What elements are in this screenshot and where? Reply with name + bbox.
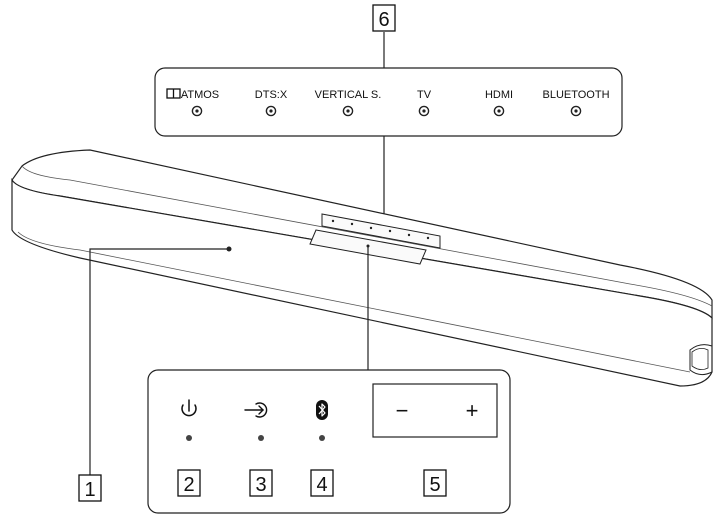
leader-callout-1	[89, 248, 229, 475]
soundbar-end-cap	[689, 344, 713, 376]
input-icon	[244, 402, 268, 418]
indicator-lamp-atmos	[191, 105, 203, 117]
bluetooth-button-dot	[319, 435, 325, 441]
callout-2-number: 2	[183, 474, 194, 496]
indicator-lamps	[191, 105, 582, 117]
dolby-icon	[166, 88, 181, 99]
callout-6-number: 6	[378, 9, 389, 31]
indicator-strip-dots	[331, 219, 430, 240]
volume-plus-label: +	[466, 398, 479, 423]
input-button-dot	[258, 435, 264, 441]
callout-4: 4	[310, 469, 334, 497]
indicator-lamp-bluetooth	[570, 105, 582, 117]
indicator-label-atmos: ATMOS	[181, 89, 219, 101]
indicator-lamp-vertical-s	[342, 105, 354, 117]
callout-5-number: 5	[429, 474, 440, 496]
soundbar	[11, 149, 713, 387]
indicator-label-hdmi: HDMI	[485, 89, 513, 101]
callout-3-number: 3	[255, 474, 266, 496]
callout-5: 5	[423, 469, 447, 497]
indicator-label-vertical-s: VERTICAL S.	[315, 89, 382, 101]
indicator-panel	[154, 67, 623, 137]
soundbar-top-edge	[21, 165, 713, 307]
indicator-lamp-tv	[418, 105, 430, 117]
soundbar-bottom-edge	[17, 231, 691, 373]
indicator-lamp-dtsx	[265, 105, 277, 117]
indicator-label-tv: TV	[417, 89, 432, 101]
callout-6: 6	[372, 4, 396, 32]
volume-minus-label: −	[396, 398, 409, 423]
power-icon	[181, 399, 197, 417]
callout-3: 3	[249, 469, 273, 497]
callout-4-number: 4	[316, 474, 327, 496]
callout-2: 2	[177, 469, 201, 497]
volume-button-box	[372, 383, 498, 438]
indicator-lamp-hdmi	[493, 105, 505, 117]
bluetooth-icon	[316, 400, 328, 420]
indicator-label-dtsx: DTS:X	[255, 89, 288, 101]
callout-1: 1	[78, 474, 102, 502]
indicator-label-bluetooth: BLUETOOTH	[542, 89, 609, 101]
power-button-dot	[186, 435, 192, 441]
callout-1-number: 1	[84, 479, 95, 501]
indicator-strip	[321, 213, 441, 249]
soundbar-end-port	[691, 348, 709, 370]
